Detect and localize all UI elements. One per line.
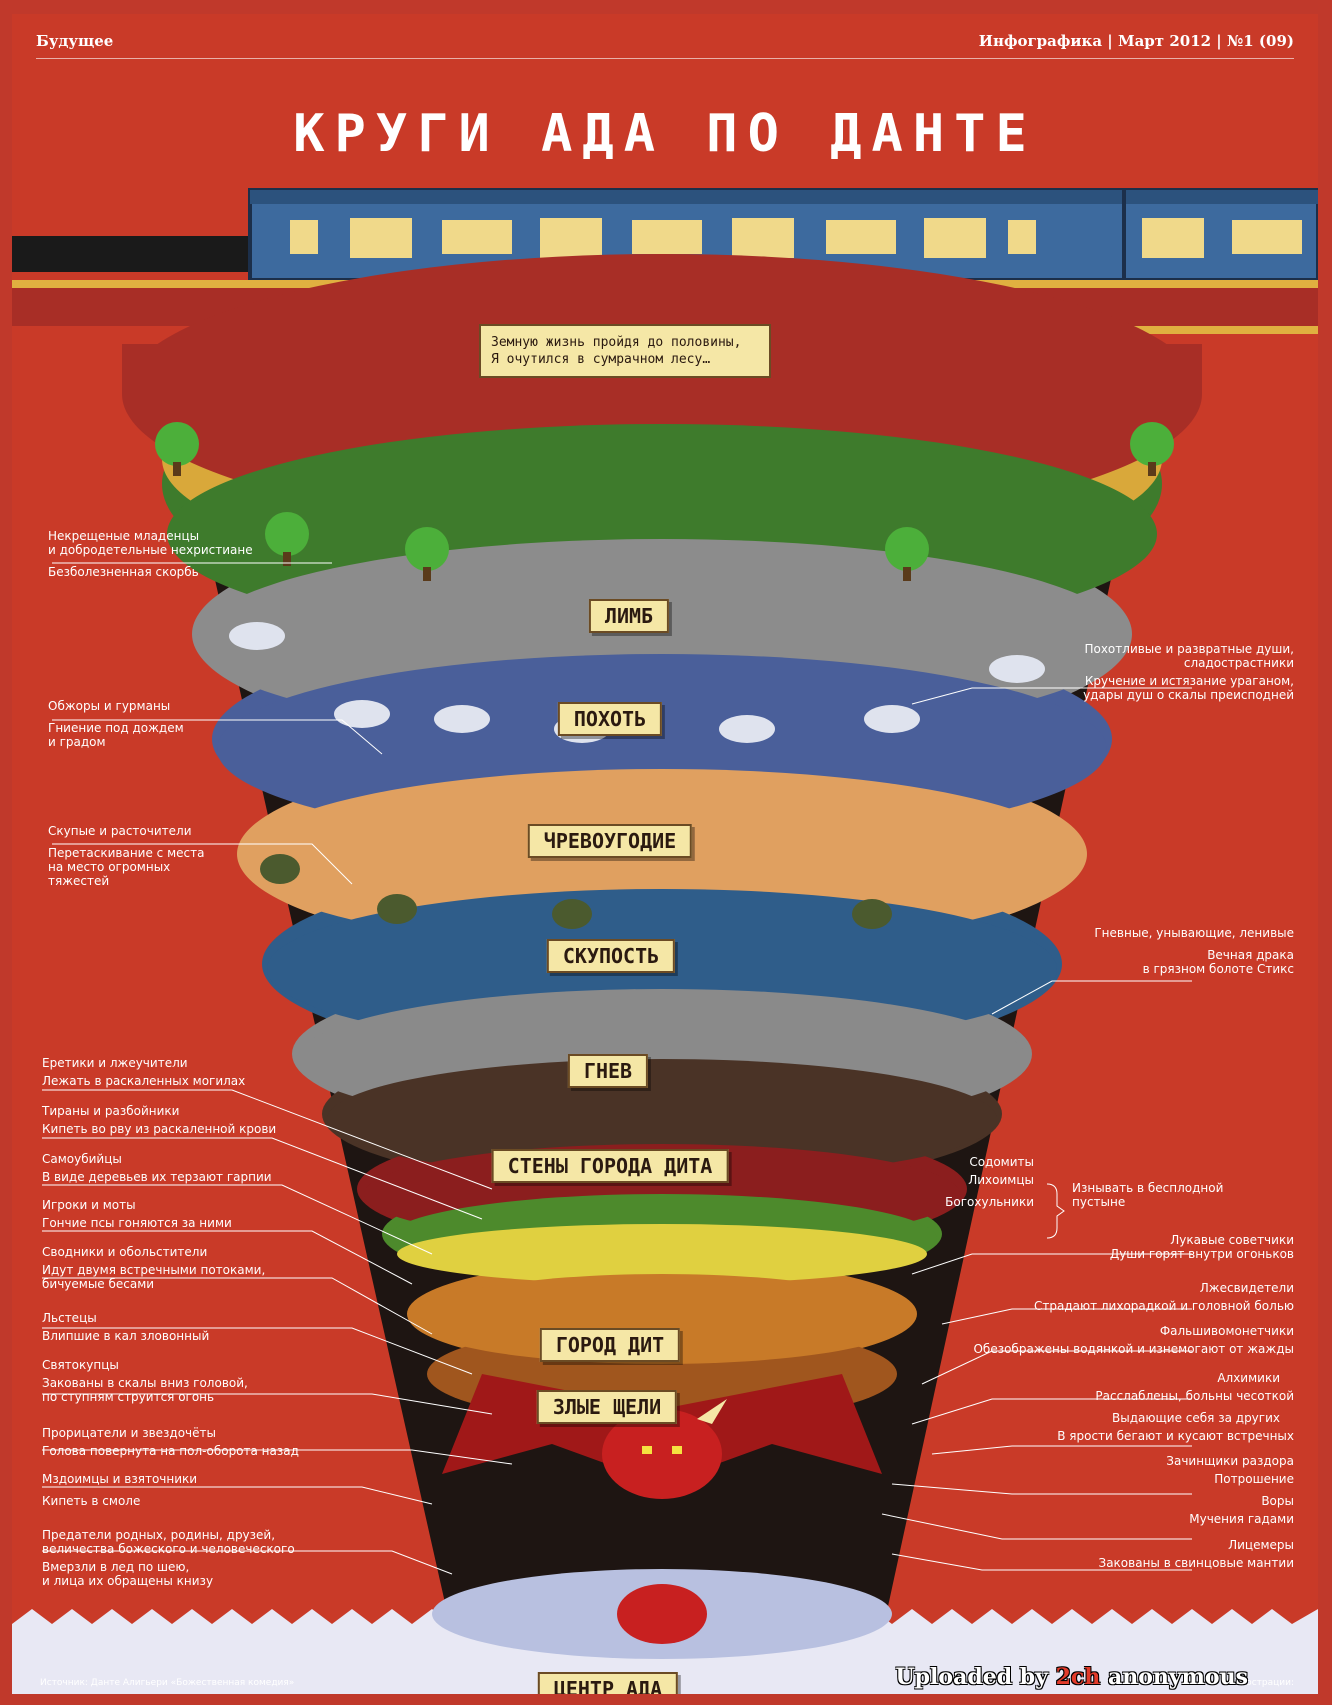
- label-traitors: Предатели родных, родины, друзей, величе…: [42, 1528, 295, 1588]
- label-limbo: Некрещеные младенцы и добродетельные нех…: [48, 529, 253, 579]
- label-simoniacs: Святокупцы Закованы в скалы вниз головой…: [42, 1358, 248, 1404]
- label-panderers: Сводники и обольстители Идут двумя встре…: [42, 1245, 266, 1291]
- source-note: Источник: Данте Алигьери «Божественная к…: [40, 1678, 295, 1688]
- banner-limbo: ЛИМБ: [588, 599, 670, 633]
- label-bracket-desc: Изнывать в бесплодной пустыне: [1072, 1181, 1224, 1209]
- banner-wrath: ГНЕВ: [567, 1054, 649, 1088]
- label-soothsayers: Прорицатели и звездочёты Голова повернут…: [42, 1426, 299, 1458]
- label-alchemists: Алхимики: [1217, 1371, 1280, 1385]
- banner-lust: ПОХОТЬ: [557, 702, 663, 736]
- label-greed: Скупые и расточители Перетаскивание с ме…: [48, 824, 205, 888]
- banner-greed: СКУПОСТЬ: [546, 939, 676, 973]
- label-sowers-of-discord: Зачинщики раздора Потрошение: [1166, 1454, 1294, 1486]
- label-suicides: Самоубийцы В виде деревьев их терзают га…: [42, 1152, 272, 1184]
- quote-line-2: Я очутился в сумрачном лесу…: [491, 352, 711, 367]
- tunnel-strip: [12, 236, 262, 272]
- banner-gluttony: ЧРЕВОУГОДИЕ: [527, 824, 693, 858]
- label-alchemists-desc: Расслаблены, больны чесоткой: [1095, 1389, 1294, 1403]
- label-impersonators: Выдающие себя за других: [1112, 1411, 1280, 1425]
- label-lust: Похотливые и развратные души, сладострас…: [1083, 642, 1294, 702]
- label-gluttony: Обжоры и гурманы Гниение под дождем и гр…: [48, 699, 184, 749]
- illustration-credit: Иллюстрации:: [1225, 1678, 1294, 1688]
- label-wrath: Гневные, унывающие, ленивые Вечная драка…: [1094, 926, 1294, 976]
- dante-quote: Земную жизнь пройдя до половины, Я очути…: [479, 324, 771, 378]
- banner-city-of-dis: ГОРОД ДИТ: [539, 1328, 681, 1362]
- issue-label: Инфографика | Март 2012 | №1 (09): [978, 32, 1294, 50]
- banner-center-of-hell: ЦЕНТР АДА: [537, 1672, 679, 1694]
- label-heretics: Еретики и лжеучители Лежать в раскаленны…: [42, 1056, 246, 1088]
- label-gamblers: Игроки и моты Гончие псы гоняются за ним…: [42, 1198, 232, 1230]
- label-false-witnesses: Лжесвидетели Страдают лихорадкой и голов…: [1033, 1281, 1294, 1313]
- limbo-trees: [155, 422, 1174, 581]
- label-hypocrites: Лицемеры Закованы в свинцовые мантии: [1098, 1538, 1295, 1570]
- infographic-page: Будущее Инфографика | Март 2012 | №1 (09…: [12, 14, 1318, 1694]
- page-title: КРУГИ АДА ПО ДАНТЕ: [293, 104, 1037, 164]
- label-impersonators-desc: В ярости бегают и кусают встречных: [1057, 1429, 1294, 1443]
- section-label: Будущее: [36, 32, 114, 50]
- label-thieves: Воры Мучения гадами: [1189, 1494, 1294, 1526]
- banner-walls-of-dis: СТЕНЫ ГОРОДА ДИТА: [491, 1149, 729, 1183]
- label-tyrants: Тираны и разбойники Кипеть во рву из рас…: [42, 1104, 277, 1136]
- quote-line-1: Земную жизнь пройдя до половины,: [491, 335, 742, 350]
- upload-watermark: Uploaded by 2ch anonymous: [895, 1664, 1248, 1690]
- label-counsellors: Лукавые советчики Души горят внутри огон…: [1109, 1233, 1294, 1261]
- label-barrators: Мздоимцы и взяточники Кипеть в смоле: [42, 1472, 198, 1508]
- pointer-lines: [42, 562, 1192, 1575]
- banner-malebolge: ЗЛЫЕ ЩЕЛИ: [536, 1390, 678, 1424]
- greed-rocks: [260, 854, 892, 929]
- label-flatterers: Льстецы Влипшие в кал зловонный: [42, 1311, 210, 1343]
- label-counterfeiters: Фальшивомонетчики Обезображены водянкой …: [973, 1324, 1294, 1356]
- header-rule: [36, 58, 1294, 59]
- label-bracket-items: Содомиты Лихоимцы Богохульники: [945, 1155, 1034, 1209]
